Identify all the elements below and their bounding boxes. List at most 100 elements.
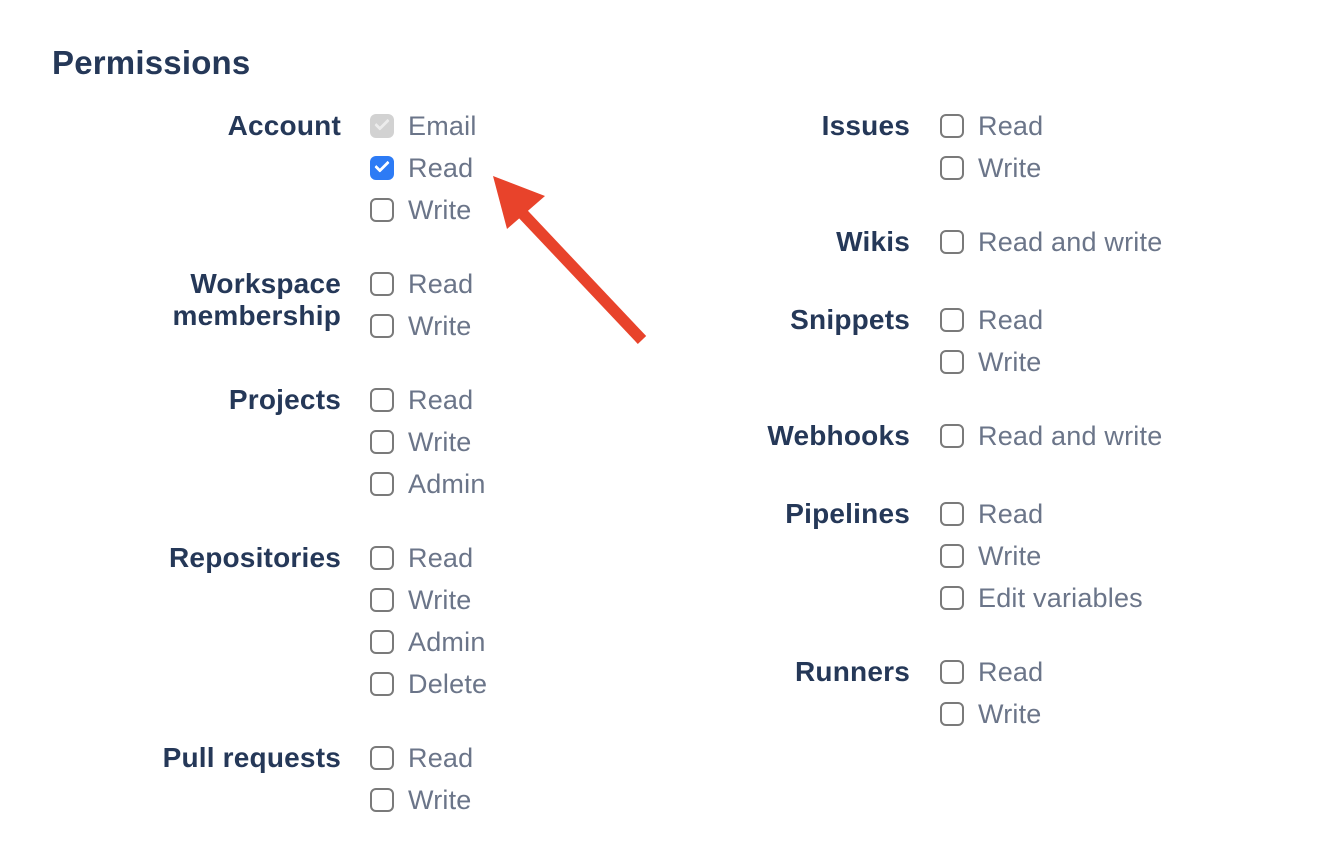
checkbox-issues-read[interactable] <box>940 114 964 138</box>
checkbox-label: Write <box>978 153 1042 183</box>
page-title: Permissions <box>52 44 251 81</box>
checkmark-icon <box>374 157 390 173</box>
checkbox-pull-requests-write[interactable] <box>370 788 394 812</box>
permission-group-label-account: Account <box>227 110 341 141</box>
permissions-column-left: Account Email Read Write Workspace membe… <box>141 110 488 815</box>
permission-group-pull-requests: Pull requests Read Write <box>141 742 487 815</box>
permission-group-label-webhooks: Webhooks <box>767 420 910 451</box>
checkbox-pipelines-edit-variables[interactable] <box>940 586 964 610</box>
permission-option-account-write[interactable]: Write <box>370 195 477 225</box>
checkbox-account-email <box>370 114 394 138</box>
permission-group-account: Account Email Read Write <box>141 110 487 225</box>
checkbox-label: Read <box>978 111 1044 141</box>
permission-group-wikis: Wikis Read and write <box>710 226 1162 258</box>
permission-option-wikis-read-and-write[interactable]: Read and write <box>940 229 1162 256</box>
permission-options: Read Write <box>940 659 1043 729</box>
permission-options: Read Write Edit variables <box>940 499 1143 613</box>
permission-options: Read and write <box>940 423 1162 450</box>
checkbox-label: Write <box>408 427 472 457</box>
checkbox-label: Write <box>978 699 1042 729</box>
checkbox-pipelines-read[interactable] <box>940 502 964 526</box>
checkbox-account-read[interactable] <box>370 156 394 180</box>
checkbox-label: Read <box>408 153 474 183</box>
checkbox-issues-write[interactable] <box>940 156 964 180</box>
permission-options: Read Write <box>370 269 474 341</box>
permission-option-pipelines-edit-variables[interactable]: Edit variables <box>940 583 1143 613</box>
permission-option-workspace-membership-write[interactable]: Write <box>370 311 473 341</box>
checkbox-label: Write <box>408 195 472 225</box>
checkbox-repositories-write[interactable] <box>370 588 394 612</box>
permission-option-issues-write[interactable]: Write <box>940 153 1043 183</box>
permission-option-snippets-write[interactable]: Write <box>940 347 1043 377</box>
checkbox-label: Read <box>978 499 1044 529</box>
permission-option-repositories-read[interactable]: Read <box>370 545 487 572</box>
permission-group-workspace-membership: Workspace membership Read Write <box>141 268 487 341</box>
permission-option-pipelines-read[interactable]: Read <box>940 499 1143 529</box>
permission-option-pull-requests-write[interactable]: Write <box>370 785 473 815</box>
permission-group-label-runners: Runners <box>795 656 910 687</box>
permission-option-repositories-delete[interactable]: Delete <box>370 669 488 699</box>
permission-group-label-workspace-membership: Workspace membership <box>172 268 341 331</box>
permission-options: Read Write <box>370 743 474 815</box>
checkbox-label: Write <box>408 785 472 815</box>
permission-group-label-pull-requests: Pull requests <box>162 742 341 773</box>
permission-options: Read and write <box>940 229 1162 256</box>
checkbox-label: Delete <box>408 669 488 699</box>
checkbox-label: Write <box>978 347 1042 377</box>
permission-option-runners-read[interactable]: Read <box>940 659 1043 686</box>
checkbox-label: Admin <box>408 469 486 499</box>
checkbox-webhooks-read-and-write[interactable] <box>940 424 964 448</box>
checkbox-label: Write <box>978 541 1042 571</box>
permission-group-snippets: Snippets Read Write <box>710 304 1162 377</box>
checkbox-label: Read <box>408 269 474 299</box>
permission-option-account-read[interactable]: Read <box>370 153 477 183</box>
checkbox-wikis-read-and-write[interactable] <box>940 230 964 254</box>
checkbox-runners-write[interactable] <box>940 702 964 726</box>
checkbox-workspace-membership-read[interactable] <box>370 272 394 296</box>
checkbox-snippets-write[interactable] <box>940 350 964 374</box>
permission-option-repositories-admin[interactable]: Admin <box>370 627 487 657</box>
checkbox-pipelines-write[interactable] <box>940 544 964 568</box>
permission-option-account-email: Email <box>370 113 477 140</box>
checkbox-repositories-delete[interactable] <box>370 672 394 696</box>
checkbox-label: Read <box>978 305 1044 335</box>
permission-options: Read Write Admin <box>370 385 486 499</box>
checkbox-pull-requests-read[interactable] <box>370 746 394 770</box>
permission-group-issues: Issues Read Write <box>710 110 1162 183</box>
checkbox-repositories-admin[interactable] <box>370 630 394 654</box>
permission-option-pull-requests-read[interactable]: Read <box>370 743 474 773</box>
permission-options: Read Write <box>940 111 1044 183</box>
checkbox-projects-write[interactable] <box>370 430 394 454</box>
permission-option-projects-read[interactable]: Read <box>370 385 486 415</box>
checkbox-projects-admin[interactable] <box>370 472 394 496</box>
checkbox-workspace-membership-write[interactable] <box>370 314 394 338</box>
checkbox-label: Admin <box>408 627 486 657</box>
permission-group-label-repositories: Repositories <box>169 542 341 573</box>
permission-option-repositories-write[interactable]: Write <box>370 587 487 614</box>
permission-group-label-snippets: Snippets <box>790 304 910 335</box>
checkbox-projects-read[interactable] <box>370 388 394 412</box>
permission-options: Email Read Write <box>370 113 477 225</box>
checkbox-runners-read[interactable] <box>940 660 964 684</box>
permission-options: Read Write <box>940 305 1044 377</box>
permission-group-label-pipelines: Pipelines <box>785 498 910 529</box>
permission-option-issues-read[interactable]: Read <box>940 111 1044 141</box>
permission-option-projects-write[interactable]: Write <box>370 427 486 457</box>
permission-group-projects: Projects Read Write Admin <box>141 384 487 499</box>
checkbox-label: Read <box>408 385 474 415</box>
permission-group-label-issues: Issues <box>821 110 910 141</box>
permission-option-runners-write[interactable]: Write <box>940 699 1043 729</box>
checkbox-snippets-read[interactable] <box>940 308 964 332</box>
permission-option-snippets-read[interactable]: Read <box>940 305 1044 335</box>
permission-option-pipelines-write[interactable]: Write <box>940 541 1143 571</box>
permission-group-label-wikis: Wikis <box>836 226 910 257</box>
checkbox-label: Read <box>408 743 474 773</box>
permission-group-label-projects: Projects <box>228 384 341 415</box>
checkbox-account-write[interactable] <box>370 198 394 222</box>
permission-option-workspace-membership-read[interactable]: Read <box>370 269 474 299</box>
permission-option-webhooks-read-and-write[interactable]: Read and write <box>940 423 1162 450</box>
checkbox-label: Write <box>408 311 472 341</box>
permission-option-projects-admin[interactable]: Admin <box>370 469 486 499</box>
checkbox-label: Edit variables <box>978 583 1143 613</box>
checkbox-repositories-read[interactable] <box>370 546 394 570</box>
